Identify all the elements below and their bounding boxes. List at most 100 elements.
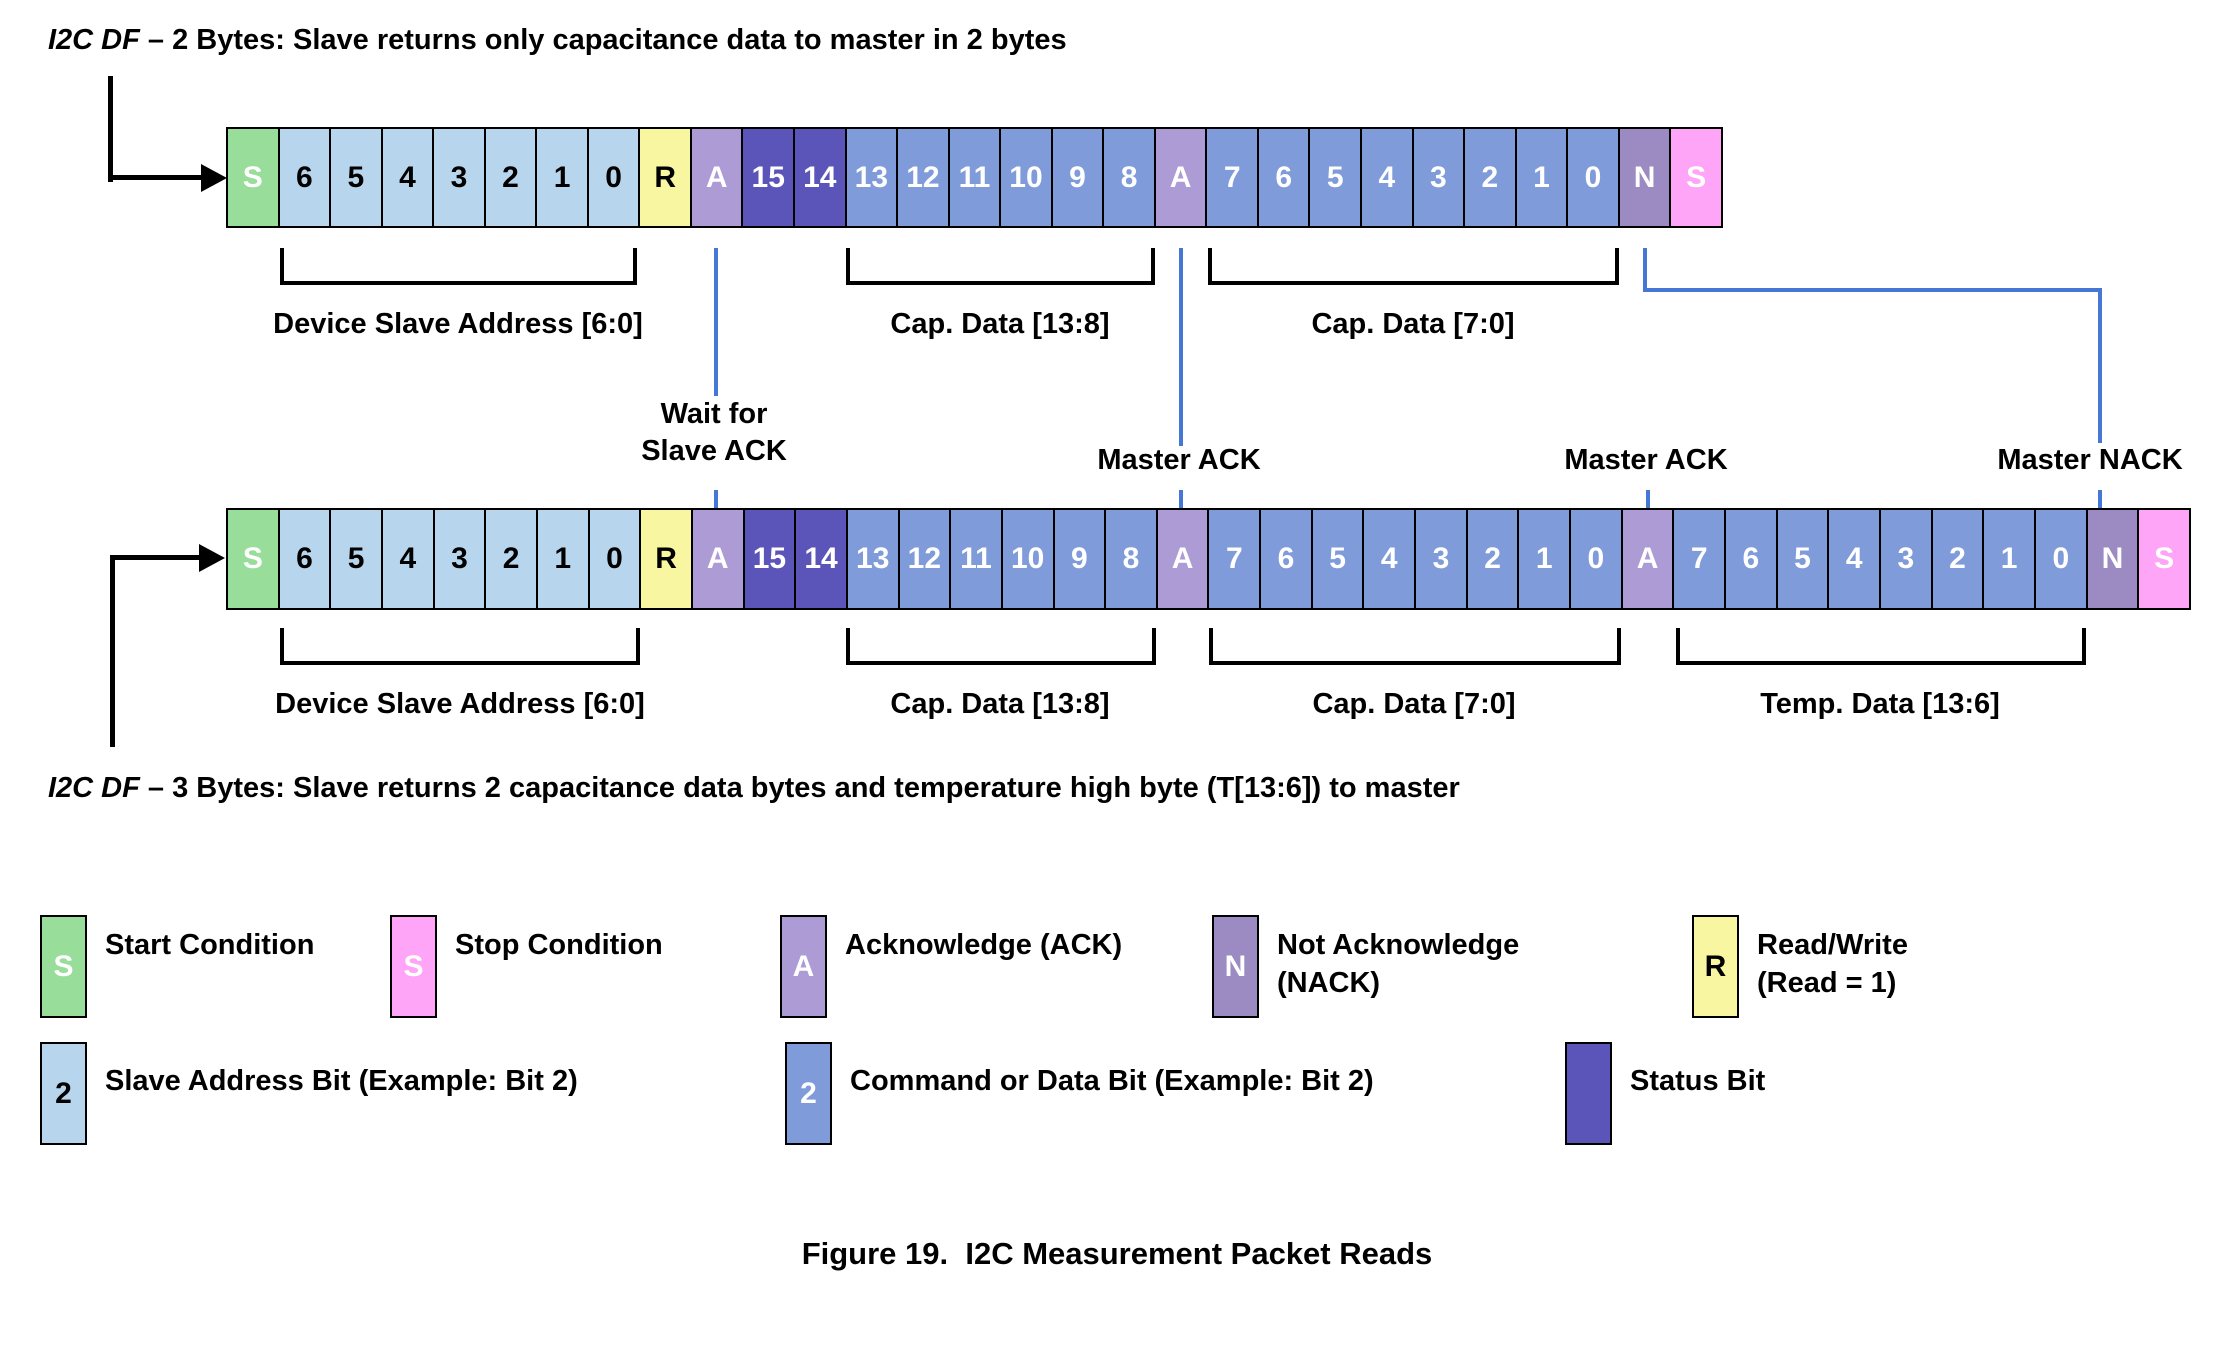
packet2-bit-cell-stop: S bbox=[2139, 510, 2189, 608]
callout-master-ack-1: Master ACK bbox=[1097, 444, 1261, 476]
legend-swatch-nack: N bbox=[1212, 915, 1259, 1018]
packet2-bit-cell-data: 4 bbox=[1829, 510, 1881, 608]
packet2-bit-cell-data: 2 bbox=[1467, 510, 1520, 608]
callout-wait-slave-ack: Wait for Slave ACK bbox=[641, 398, 787, 467]
packet1-label-slave-address: Device Slave Address [6:0] bbox=[273, 308, 643, 340]
packet2-bit-cell-data: 8 bbox=[1106, 510, 1158, 608]
packet2-bit-cell-nack: N bbox=[2087, 510, 2140, 608]
packet1-bracket-cap-data-high bbox=[846, 248, 1155, 285]
packet1-bit-cell-addr: 0 bbox=[588, 129, 641, 226]
packet2-bit-cell-status: 14 bbox=[796, 510, 848, 608]
packet2-bit-cell-data: 5 bbox=[1777, 510, 1830, 608]
packet1-bit-cell-data: 12 bbox=[898, 129, 950, 226]
legend-letter-start: S bbox=[53, 949, 74, 983]
packet2-bit-cell-data: 9 bbox=[1054, 510, 1107, 608]
legend-label-stop-condition: Stop Condition bbox=[455, 929, 663, 961]
packet2-bit-cell-addr: 5 bbox=[331, 510, 383, 608]
legend-label-read-write: Read/Write (Read = 1) bbox=[1757, 929, 1908, 999]
packet2-bit-cell-data: 4 bbox=[1364, 510, 1417, 608]
packet2-label-cap-data-low: Cap. Data [7:0] bbox=[1312, 688, 1516, 720]
legend-label-start-condition: Start Condition bbox=[105, 929, 315, 961]
legend-label-status-bit: Status Bit bbox=[1630, 1065, 1766, 1097]
packet1-bit-cell-data: 3 bbox=[1413, 129, 1466, 226]
packet2-bit-cell-data: 10 bbox=[1002, 510, 1055, 608]
packet1-bit-cell-data: 9 bbox=[1052, 129, 1105, 226]
packet1-bracket-cap-data-low bbox=[1208, 248, 1619, 285]
packet2-bit-cell-data: 12 bbox=[899, 510, 952, 608]
packet2-bit-cell-addr: 1 bbox=[537, 510, 590, 608]
packet1-title: I2C DF – 2 Bytes: Slave returns only cap… bbox=[48, 24, 1067, 57]
packet1-arrow-vertical bbox=[108, 76, 113, 182]
packet1-bit-cell-data: 11 bbox=[949, 129, 1002, 226]
packet1-bit-cell-addr: 5 bbox=[331, 129, 383, 226]
packet2-bracket-temp-data bbox=[1676, 628, 2086, 665]
legend-swatch-start-condition: S bbox=[40, 915, 87, 1018]
packet1-label-cap-data-low: Cap. Data [7:0] bbox=[1311, 308, 1515, 340]
packet2-arrow-vertical bbox=[110, 555, 115, 747]
packet2-bit-cell-data: 7 bbox=[1674, 510, 1727, 608]
packet2-title-rest: – 3 Bytes: Slave returns 2 capacitance d… bbox=[139, 772, 1460, 804]
packet1-arrow-horizontal bbox=[108, 175, 204, 180]
connector-wait-slave-ack-lower bbox=[714, 490, 718, 508]
packet2-bit-cell-ack: A bbox=[1622, 510, 1675, 608]
connector-master-nack-drop1 bbox=[1643, 248, 1647, 292]
packet2-bit-cell-data: 5 bbox=[1312, 510, 1365, 608]
packet2-arrowhead-icon bbox=[199, 544, 225, 572]
connector-master-ack1-lower bbox=[1179, 490, 1183, 508]
legend-letter-read-write: R bbox=[1704, 949, 1727, 983]
packet1-title-italic: I2C DF bbox=[48, 24, 140, 56]
packet2-bit-cell-data: 1 bbox=[1519, 510, 1572, 608]
packet2-bit-cell-addr: 0 bbox=[589, 510, 642, 608]
packet2-bit-cell-data: 0 bbox=[2035, 510, 2088, 608]
legend-label-slave-address-bit: Slave Address Bit (Example: Bit 2) bbox=[105, 1065, 578, 1097]
packet1-bit-cell-addr: 4 bbox=[382, 129, 435, 226]
packet2-label-slave-address: Device Slave Address [6:0] bbox=[275, 688, 645, 720]
connector-master-ack1-upper bbox=[1179, 248, 1183, 446]
packet2-bit-cell-data: 0 bbox=[1571, 510, 1623, 608]
connector-master-nack-drop2 bbox=[2098, 288, 2102, 443]
packet1-bit-cell-data: 13 bbox=[846, 129, 899, 226]
legend-swatch-slave-address-bit: 2 bbox=[40, 1042, 87, 1145]
packet2-bracket-cap-data-high bbox=[846, 628, 1156, 665]
legend-letter-stop: S bbox=[403, 949, 424, 983]
legend-label-ack: Acknowledge (ACK) bbox=[845, 929, 1123, 961]
packet1-bit-cell-status: 15 bbox=[743, 129, 796, 226]
callout-master-nack: Master NACK bbox=[1997, 444, 2183, 476]
packet1-bit-cell-addr: 1 bbox=[537, 129, 589, 226]
packet2-bit-cell-data: 6 bbox=[1726, 510, 1778, 608]
legend-letter-ack: A bbox=[792, 949, 815, 983]
legend-swatch-stop-condition: S bbox=[390, 915, 437, 1018]
packet2-label-cap-data-high: Cap. Data [13:8] bbox=[890, 688, 1110, 720]
packet1-bit-cell-status: 14 bbox=[795, 129, 847, 226]
packet1-bit-cell-ack: A bbox=[691, 129, 744, 226]
packet1-bit-cell-start: S bbox=[228, 129, 280, 226]
packet1-bit-cell-data: 4 bbox=[1362, 129, 1414, 226]
packet2-label-temp-data: Temp. Data [13:6] bbox=[1760, 688, 2000, 720]
packet2-bit-cell-rw: R bbox=[641, 510, 693, 608]
packet2-title-italic: I2C DF bbox=[48, 772, 140, 804]
legend-swatch-ack: A bbox=[780, 915, 827, 1018]
connector-wait-slave-ack-upper bbox=[714, 248, 718, 396]
packet1-arrowhead-icon bbox=[201, 164, 227, 192]
legend-swatch-read-write: R bbox=[1692, 915, 1739, 1018]
packet1-bit-cell-data: 2 bbox=[1465, 129, 1517, 226]
packet2-title: I2C DF – 3 Bytes: Slave returns 2 capaci… bbox=[48, 772, 1460, 805]
callout-master-ack-2: Master ACK bbox=[1564, 444, 1728, 476]
packet2-bit-cell-data: 3 bbox=[1881, 510, 1933, 608]
packet1-label-cap-data-high: Cap. Data [13:8] bbox=[890, 308, 1110, 340]
legend-swatch-status-bit bbox=[1565, 1042, 1612, 1145]
packet2-bit-cell-addr: 2 bbox=[486, 510, 538, 608]
packet2-bit-cell-addr: 3 bbox=[434, 510, 487, 608]
packet1-bit-cell-nack: N bbox=[1619, 129, 1672, 226]
packet1-bit-cell-addr: 6 bbox=[279, 129, 332, 226]
packet2-arrow-horizontal bbox=[110, 555, 202, 560]
packet2-bit-cell-data: 11 bbox=[951, 510, 1003, 608]
packet2-bit-cell-addr: 4 bbox=[382, 510, 435, 608]
packet2-bit-cell-ack: A bbox=[1157, 510, 1210, 608]
connector-master-nack-lower bbox=[2098, 490, 2102, 508]
legend-letter-nack: N bbox=[1224, 949, 1247, 983]
packet1-bit-cell-stop: S bbox=[1671, 129, 1721, 226]
